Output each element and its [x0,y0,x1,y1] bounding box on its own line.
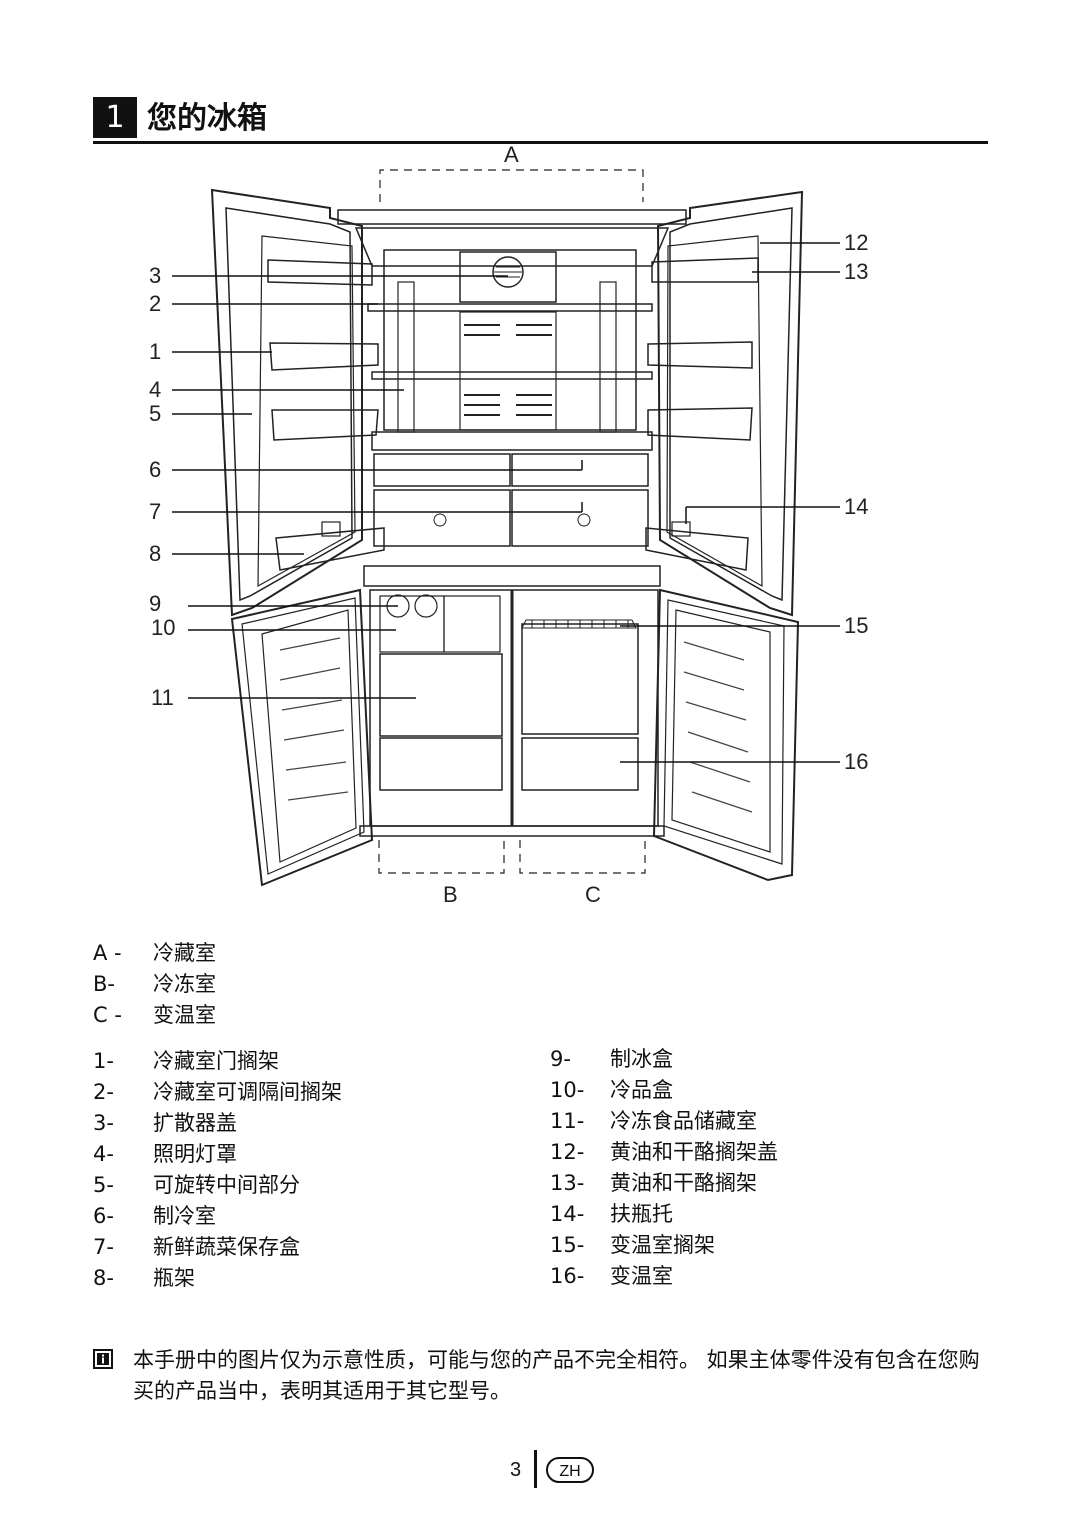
right-lower-door [652,588,800,882]
legend-text: 扶瓶托 [610,1202,673,1226]
legend-item: 14- 扶瓶托 [550,1199,778,1230]
legend-key: 15- [550,1233,585,1257]
legend-key: 2- [93,1080,114,1104]
legend-key: A - [93,941,122,965]
callout-1: 1 [149,339,161,364]
legend-key: 13- [550,1171,585,1195]
legend-key: 9- [550,1047,571,1071]
legend-text: 变温室搁架 [610,1233,715,1257]
legend-key: 11- [550,1109,585,1133]
compartment-legend: A - 冷藏室 B- 冷冻室 C - 变温室 [93,938,216,1031]
legend-key: 6- [93,1204,114,1228]
legend-item: 6- 制冷室 [93,1201,342,1232]
callout-5: 5 [149,401,161,426]
callout-14: 14 [844,494,868,519]
callout-16: 16 [844,749,868,774]
legend-key: 14- [550,1202,585,1226]
legend-text: 制冰盒 [610,1047,673,1071]
page-divider [534,1450,537,1488]
left-lower-door [230,588,374,887]
legend-text: 冷冻室 [153,972,216,996]
legend-key: B- [93,972,115,996]
legend-text: 冷藏室门搁架 [153,1049,279,1073]
section-number: 1 [93,97,137,138]
page-number: 3 [510,1459,522,1481]
legend-text: 扩散器盖 [153,1111,237,1135]
legend-key: 7- [93,1235,114,1259]
callout-3: 3 [149,263,161,288]
legend-key: 1- [93,1049,114,1073]
left-upper-door [210,188,363,617]
callout-12: 12 [844,230,868,255]
legend-item: 7- 新鲜蔬菜保存盒 [93,1232,342,1263]
legend-text: 冷藏室可调隔间搁架 [153,1080,342,1104]
legend-key: 16- [550,1264,585,1288]
legend-text: 冷冻食品储藏室 [610,1109,757,1133]
legend-text: 变温室 [610,1264,673,1288]
legend-item: 1- 冷藏室门搁架 [93,1046,342,1077]
legend-item: 2- 冷藏室可调隔间搁架 [93,1077,342,1108]
section-title: 您的冰箱 [147,101,267,136]
legend-item: B- 冷冻室 [93,969,216,1000]
zone-label-a: A [504,142,519,167]
parts-legend-left: 1- 冷藏室门搁架 2- 冷藏室可调隔间搁架 3- 扩散器盖 4- 照明灯罩 5- 可旋转… [93,1046,342,1294]
legend-item: 3- 扩散器盖 [93,1108,342,1139]
legend-key: 10- [550,1078,585,1102]
legend-text: 瓶架 [153,1266,195,1290]
legend-item: 15- 变温室搁架 [550,1230,778,1261]
legend-item: 5- 可旋转中间部分 [93,1170,342,1201]
legend-item: A - 冷藏室 [93,938,216,969]
note-text: 本手册中的图片仅为示意性质，可能与您的产品不完全相符。 如果主体零件没有包含在您… [133,1348,980,1403]
callout-13: 13 [844,259,868,284]
legend-key: 3- [93,1111,114,1135]
legend-item: 4- 照明灯罩 [93,1139,342,1170]
legend-key: 4- [93,1142,114,1166]
legend-text: 冷品盒 [610,1078,673,1102]
legend-item: 16- 变温室 [550,1261,778,1292]
zone-c-bracket [519,840,646,874]
callout-4: 4 [149,377,161,402]
legend-item: 10- 冷品盒 [550,1075,778,1106]
legend-text: 变温室 [153,1003,216,1027]
legend-text: 可旋转中间部分 [153,1173,300,1197]
zone-b-bracket [378,840,505,874]
legend-key: C - [93,1003,122,1027]
legend-key: 12- [550,1140,585,1164]
callout-7: 7 [149,499,161,524]
language-badge: ZH [546,1457,594,1483]
legend-text: 照明灯罩 [153,1142,237,1166]
legend-key: 5- [93,1173,114,1197]
section-header: 1 您的冰箱 [93,97,988,144]
zone-label-b: B [443,882,458,907]
legend-text: 黄油和干酪搁架盖 [610,1140,778,1164]
callout-10: 10 [151,615,175,640]
callout-11: 11 [151,685,174,710]
legend-item: 12- 黄油和干酪搁架盖 [550,1137,778,1168]
legend-item: 8- 瓶架 [93,1263,342,1294]
info-icon [93,1349,113,1369]
right-upper-door [656,190,804,617]
zone-a-bracket [379,169,644,202]
cabinet [337,209,687,225]
legend-item: C - 变温室 [93,1000,216,1031]
legend-text: 冷藏室 [153,941,216,965]
refrigerator-diagram: A B C 3 2 1 4 5 6 7 8 9 10 11 12 13 14 1… [149,142,868,907]
callout-15: 15 [844,613,868,638]
zone-label-c: C [585,882,601,907]
callout-8: 8 [149,541,161,566]
parts-legend-right: 9- 制冰盒 10- 冷品盒 11- 冷冻食品储藏室 12- 黄油和干酪搁架盖 13- 黄… [550,1044,778,1292]
legend-item: 13- 黄油和干酪搁架 [550,1168,778,1199]
legend-text: 黄油和干酪搁架 [610,1171,757,1195]
legend-text: 制冷室 [153,1204,216,1228]
legend-item: 9- 制冰盒 [550,1044,778,1075]
legend-key: 8- [93,1266,114,1290]
callout-2: 2 [149,291,161,316]
callout-9: 9 [149,591,161,616]
legend-text: 新鲜蔬菜保存盒 [153,1235,300,1259]
legend-item: 11- 冷冻食品储藏室 [550,1106,778,1137]
callout-6: 6 [149,457,161,482]
